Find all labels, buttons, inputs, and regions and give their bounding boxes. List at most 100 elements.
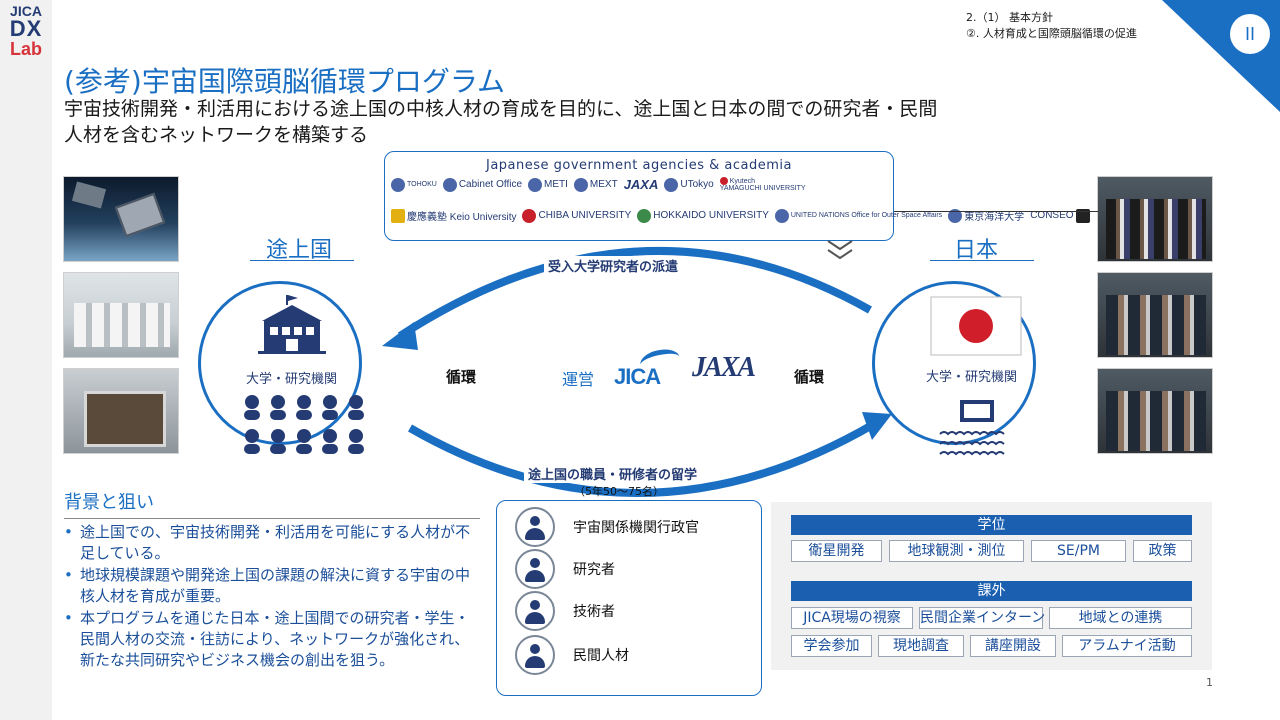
agencies-connector-line bbox=[894, 211, 1098, 212]
agency-logo: HOKKAIDO UNIVERSITY bbox=[637, 208, 769, 223]
mext-icon bbox=[573, 177, 588, 192]
keio-pen-icon bbox=[391, 208, 405, 223]
page-number: 1 bbox=[1206, 676, 1213, 689]
logo-line1: JICA bbox=[10, 3, 42, 19]
chiba-emblem-icon bbox=[522, 208, 537, 223]
operation-label: 運営 bbox=[562, 370, 595, 389]
agency-logo: MEXT bbox=[573, 177, 618, 192]
degree-item: 地球観測・測位 bbox=[889, 540, 1024, 562]
agencies-row-2: 慶應義塾 Keio University CHIBA UNIVERSITY HO… bbox=[391, 208, 1090, 223]
photo-facility-tour bbox=[1097, 272, 1213, 358]
participant-row: 宇宙関係機関行政官 bbox=[515, 507, 699, 547]
jica-logo: JICA bbox=[614, 346, 682, 390]
background-list: 途上国での、宇宙技術開発・利活用を可能にする人材が不足している。 地球規模課題や… bbox=[62, 522, 482, 672]
laptop-students-icon bbox=[939, 400, 1005, 456]
logo-line2: DX bbox=[9, 16, 43, 41]
extracurricular-item: 地域との連携 bbox=[1049, 607, 1192, 629]
tumsat-icon bbox=[948, 208, 963, 223]
agency-logo: JAXA bbox=[623, 177, 659, 192]
jica-logo-text: JICA bbox=[614, 364, 661, 389]
engineer-person-icon bbox=[515, 591, 555, 631]
agency-logo: Kyutech YAMAGUCHI UNIVERSITY bbox=[719, 177, 806, 192]
left-institution-label: 大学・研究機関 bbox=[246, 372, 338, 387]
meti-icon bbox=[528, 177, 543, 192]
bottom-flow-label: 途上国の職員・研修者の留学 bbox=[524, 464, 702, 483]
agency-logo: 慶應義塾 Keio University bbox=[391, 208, 516, 223]
page-subtitle: 宇宙技術開発・利活用における途上国の中核人材の育成を目的に、途上国と日本の間での… bbox=[64, 98, 938, 146]
official-person-icon bbox=[515, 507, 555, 547]
degree-item: SE/PM bbox=[1031, 540, 1126, 562]
left-sidebar bbox=[0, 0, 52, 720]
extracurricular-item: 現地調査 bbox=[878, 635, 964, 657]
extracurricular-item: 講座開設 bbox=[970, 635, 1056, 657]
list-item: 本プログラムを通じた日本・途上国間での研究者・学生・民間人材の交流・往訪により、… bbox=[62, 608, 482, 671]
degree-item: 政策 bbox=[1133, 540, 1192, 562]
agency-logo: UNITED NATIONS Office for Outer Space Af… bbox=[774, 208, 942, 223]
utokyo-icon bbox=[664, 177, 679, 192]
photo-group-visit bbox=[1097, 176, 1213, 262]
agency-logo: 東京海洋大学 bbox=[948, 208, 1024, 223]
top-flow-arrow bbox=[397, 247, 872, 340]
agency-logo: TOHOKU bbox=[391, 177, 437, 192]
agency-logo: Cabinet Office bbox=[442, 177, 522, 192]
jaxa-logo: JAXA bbox=[692, 352, 756, 383]
photo-control-room bbox=[1097, 368, 1213, 454]
agency-logo: UTokyo bbox=[664, 177, 714, 192]
private-sector-person-icon bbox=[515, 635, 555, 675]
section-ref-line1: 2.（1） 基本方針 bbox=[966, 11, 1053, 24]
tohoku-emblem-icon bbox=[391, 177, 405, 192]
participant-row: 技術者 bbox=[515, 591, 615, 631]
list-item: 途上国での、宇宙技術開発・利活用を可能にする人材が不足している。 bbox=[62, 522, 482, 564]
background-divider bbox=[64, 518, 480, 519]
agencies-box: Japanese government agencies & academia … bbox=[384, 151, 1090, 241]
right-country-underline bbox=[930, 260, 1034, 261]
jica-dx-lab-logo: JICA DX Lab bbox=[3, 4, 49, 58]
left-country-underline bbox=[250, 260, 354, 261]
agencies-title: Japanese government agencies & academia bbox=[485, 158, 792, 173]
agencies-row-1: TOHOKU Cabinet Office METI MEXT JAXA UTo… bbox=[391, 177, 806, 192]
kyutech-icon bbox=[719, 177, 728, 185]
double-chevron-down-icon bbox=[827, 240, 853, 260]
background-title: 背景と狙い bbox=[64, 492, 154, 513]
top-arrowhead-icon bbox=[382, 322, 418, 350]
logo-line3: Lab bbox=[9, 39, 42, 59]
agency-logo: CHIBA UNIVERSITY bbox=[522, 208, 631, 223]
degree-header: 学位 bbox=[791, 515, 1192, 535]
section-ref-line2: ②. 人材育成と国際頭脳循環の促進 bbox=[966, 27, 1137, 40]
hokkaido-emblem-icon bbox=[637, 208, 652, 223]
top-flow-label: 受入大学研究者の派遣 bbox=[544, 256, 683, 275]
conseo-icon bbox=[1075, 208, 1090, 223]
section-badge: II bbox=[1230, 14, 1270, 54]
university-building-icon bbox=[258, 295, 326, 354]
list-item: 地球規模課題や開発途上国の課題の解決に資する宇宙の中核人材を育成が重要。 bbox=[62, 565, 482, 607]
un-emblem-icon bbox=[774, 208, 789, 223]
program-content-panel: 学位 衛星開発 地球観測・測位 SE/PM 政策 課外 JICA現場の視察 民間… bbox=[771, 502, 1212, 670]
participants-box: 宇宙関係機関行政官 研究者 技術者 民間人材 bbox=[496, 500, 762, 696]
agency-logo: CONSEO bbox=[1030, 208, 1090, 223]
extracurricular-header: 課外 bbox=[791, 581, 1192, 601]
right-country-label: 日本 bbox=[954, 238, 999, 263]
page-title: (参考)宇宙国際頭脳循環プログラム bbox=[64, 65, 506, 98]
section-reference: 2.（1） 基本方針 ②. 人材育成と国際頭脳循環の促進 bbox=[966, 10, 1137, 42]
degree-item: 衛星開発 bbox=[791, 540, 882, 562]
extracurricular-item: 学会参加 bbox=[791, 635, 872, 657]
cycle-label-left: 循環 bbox=[446, 368, 477, 386]
bottom-flow-arrow bbox=[408, 420, 877, 497]
participant-row: 民間人材 bbox=[515, 635, 629, 675]
cycle-label-right: 循環 bbox=[794, 368, 825, 386]
right-institution-label: 大学・研究機関 bbox=[926, 370, 1018, 385]
extracurricular-item: JICA現場の視察 bbox=[791, 607, 913, 629]
bottom-arrowhead-icon bbox=[862, 412, 892, 440]
agency-logo: METI bbox=[528, 177, 568, 192]
people-group-icon bbox=[244, 395, 364, 454]
researcher-person-icon bbox=[515, 549, 555, 589]
photo-satellite-space bbox=[63, 176, 179, 262]
photo-satellite-model bbox=[63, 368, 179, 454]
photo-cleanroom-lab bbox=[63, 272, 179, 358]
bottom-flow-sub: （5年50～75名） bbox=[574, 485, 664, 498]
participant-row: 研究者 bbox=[515, 549, 615, 589]
cabinet-office-icon bbox=[442, 177, 457, 192]
left-country-label: 途上国 bbox=[266, 238, 333, 263]
extracurricular-item: 民間企業インターン bbox=[919, 607, 1045, 629]
